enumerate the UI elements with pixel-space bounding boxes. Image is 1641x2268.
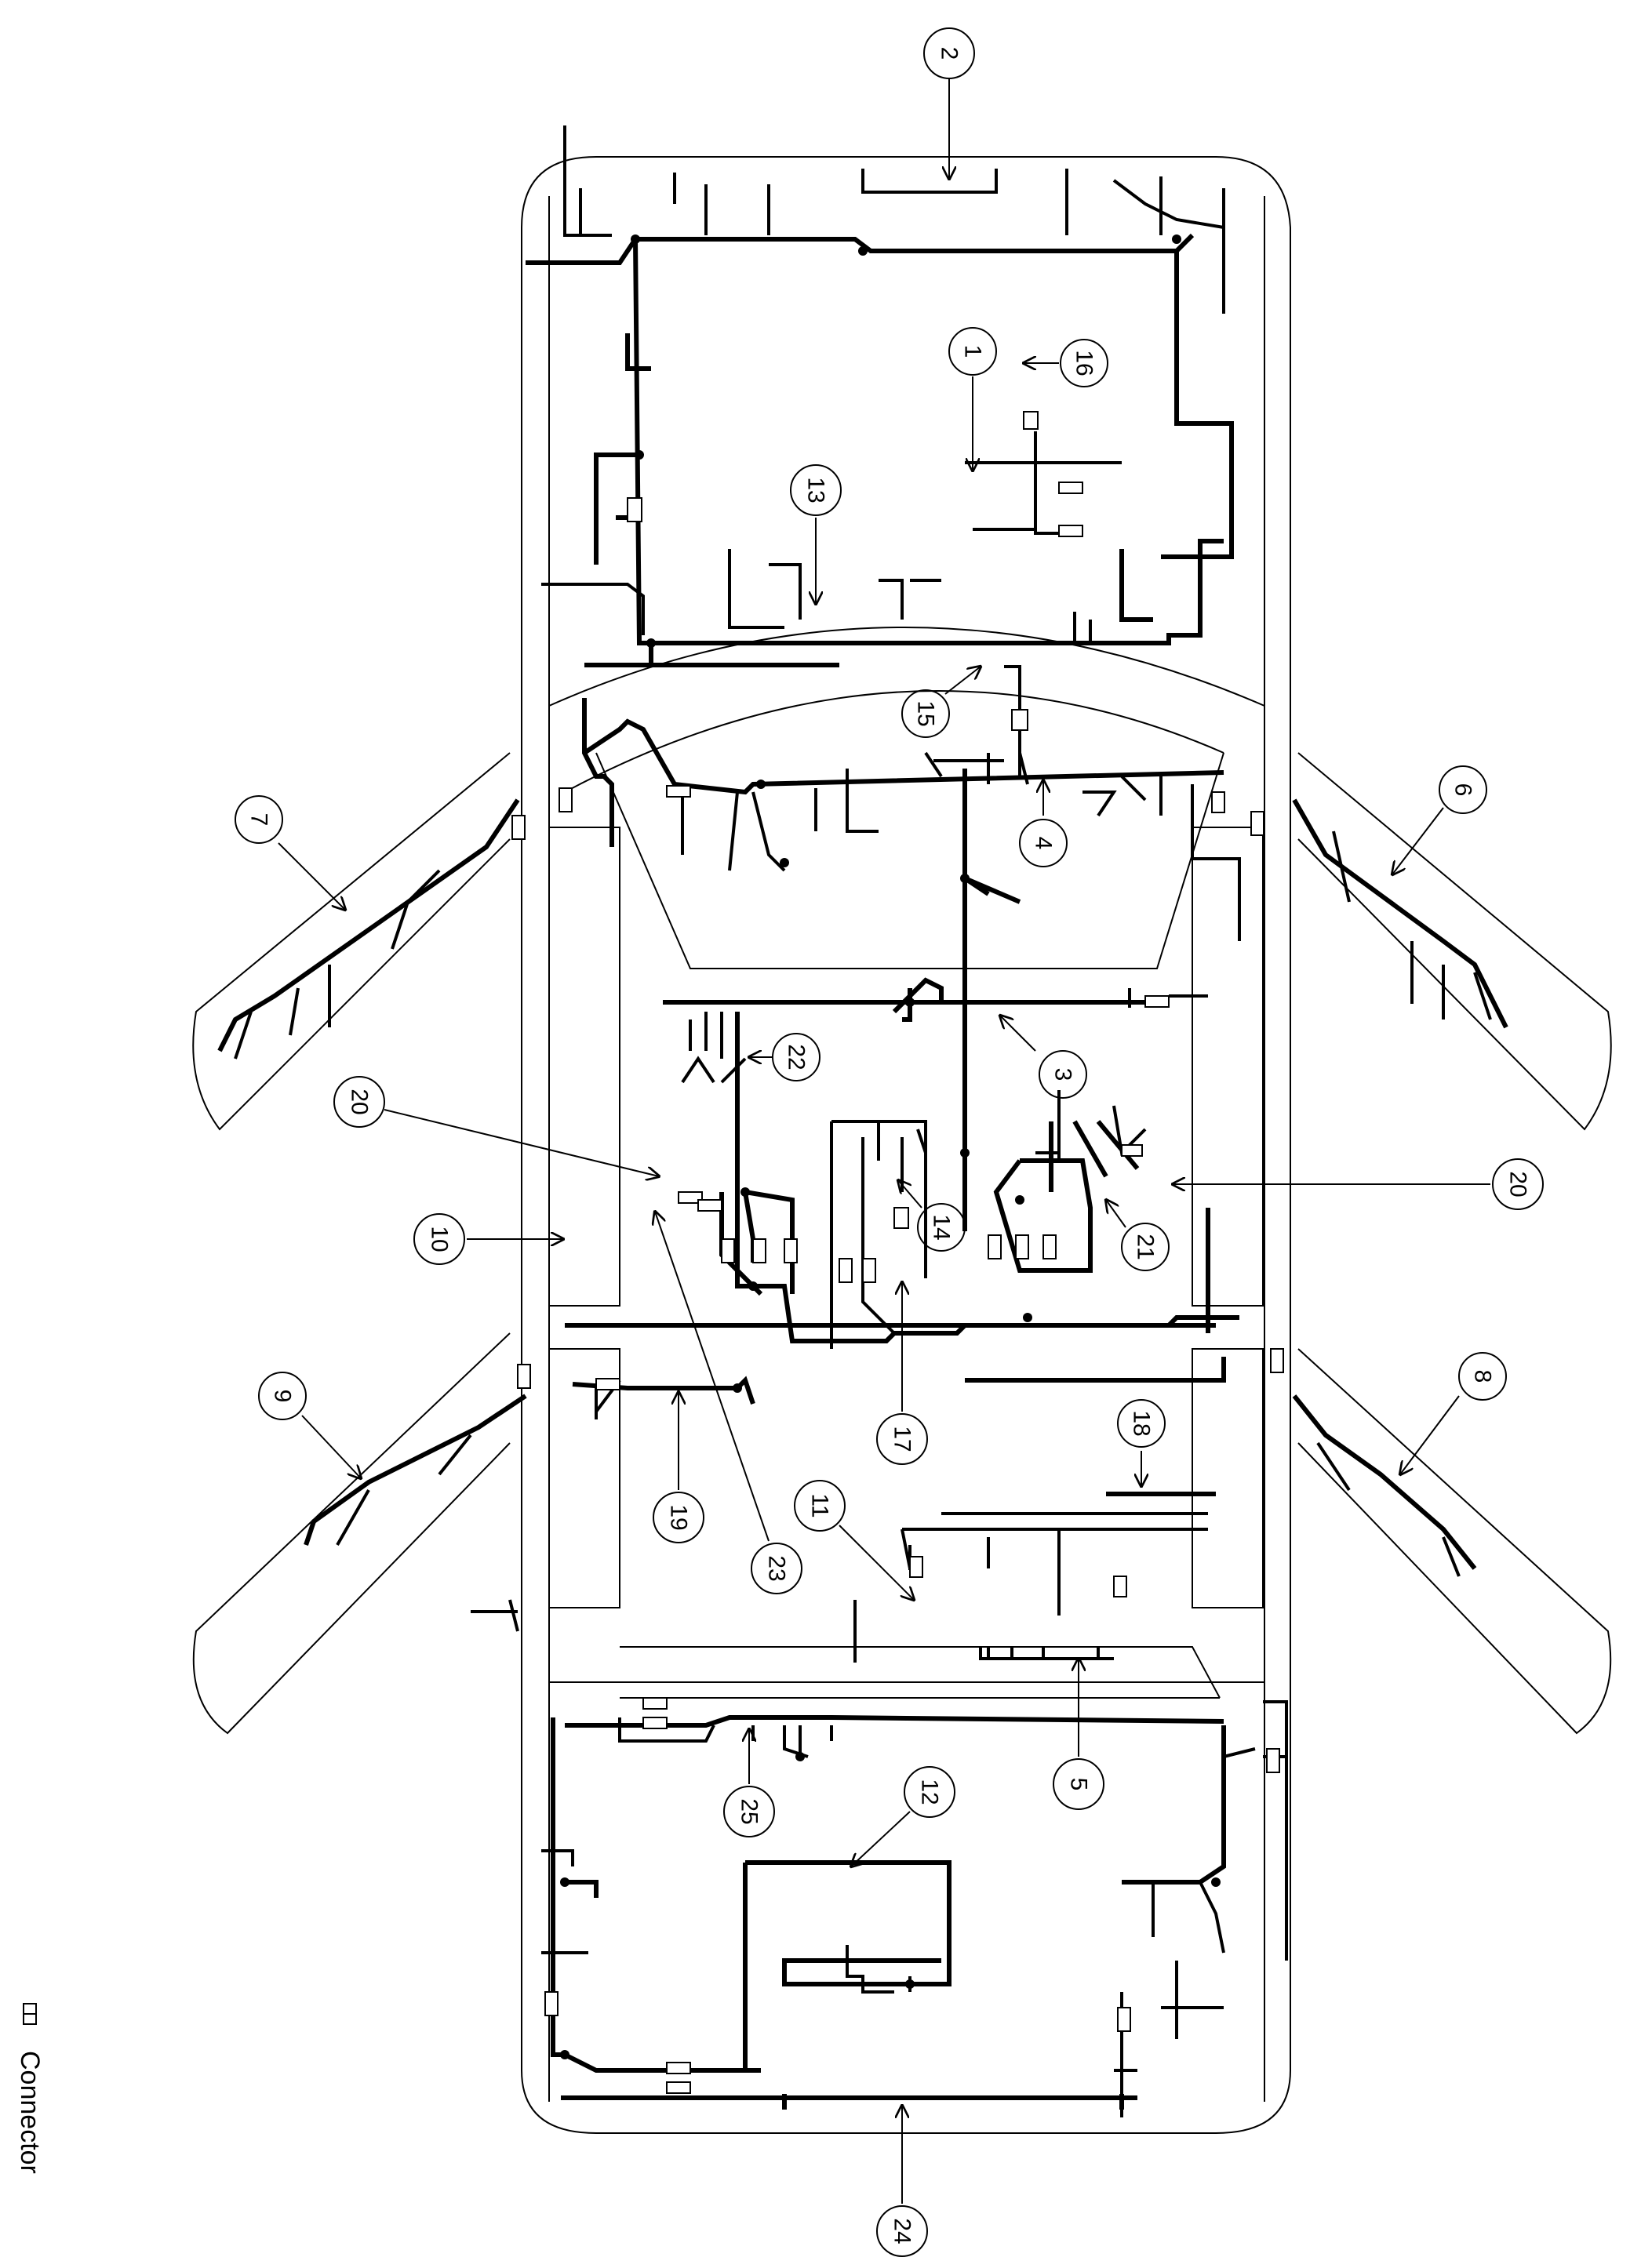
callout-21-label: 21 — [1133, 1234, 1159, 1259]
callout-4-label: 4 — [1031, 837, 1057, 850]
callout-14: 14 — [898, 1180, 966, 1252]
callout-2: 2 — [923, 27, 975, 179]
connectors — [511, 411, 1284, 2094]
callout-12-label: 12 — [917, 1779, 943, 1805]
callout-14-label: 14 — [929, 1214, 955, 1240]
callout-21: 21 — [1106, 1200, 1170, 1271]
callout-20-left: 20 — [333, 1076, 659, 1176]
callout-15-label: 15 — [913, 700, 939, 726]
callout-12: 12 — [851, 1766, 955, 1866]
callout-11: 11 — [794, 1480, 914, 1600]
callout-19: 19 — [653, 1392, 704, 1543]
callout-5: 5 — [1053, 1659, 1104, 1810]
callout-13-label: 13 — [803, 477, 829, 503]
center-console-harness — [681, 1012, 1239, 1349]
callout-20-right: 20 — [1173, 1158, 1544, 1210]
callout-7: 7 — [235, 795, 345, 910]
callout-6: 6 — [1392, 765, 1487, 874]
trunk-harness — [541, 1700, 1288, 2117]
callout-9-label: 9 — [270, 1390, 296, 1403]
callout-25: 25 — [723, 1729, 775, 1837]
crossbar-harness — [663, 977, 1208, 1022]
vehicle-body-outline — [521, 156, 1291, 2134]
callout-15: 15 — [901, 667, 981, 738]
door-front-left — [192, 752, 520, 1131]
callout-7-label: 7 — [246, 813, 272, 827]
connector-symbol-icon — [23, 2003, 37, 2025]
door-rear-left — [192, 1332, 527, 1735]
callout-20-left-label: 20 — [347, 1089, 373, 1114]
legend: Connector — [15, 2003, 45, 2174]
callout-1: 1 — [948, 327, 997, 471]
callout-10-label: 10 — [427, 1226, 453, 1252]
callout-9: 9 — [258, 1372, 361, 1478]
callout-22: 22 — [749, 1033, 820, 1081]
callout-23: 23 — [655, 1212, 802, 1594]
callout-10: 10 — [413, 1213, 563, 1265]
callout-25-label: 25 — [737, 1798, 762, 1824]
door-rear-right — [1292, 1348, 1612, 1735]
callout-3-label: 3 — [1050, 1068, 1076, 1081]
callout-19-label: 19 — [666, 1504, 692, 1530]
door-front-right — [1292, 752, 1612, 1131]
callout-18-label: 18 — [1129, 1410, 1155, 1436]
callout-6-label: 6 — [1450, 783, 1476, 797]
callout-2-label: 2 — [937, 47, 962, 60]
callout-20-right-label: 20 — [1505, 1171, 1531, 1197]
callout-24-label: 24 — [890, 2218, 915, 2244]
callout-24: 24 — [876, 2106, 928, 2257]
callout-13: 13 — [790, 464, 842, 604]
callout-16: 16 — [1024, 339, 1108, 387]
callout-18: 18 — [1117, 1399, 1166, 1486]
callout-4: 4 — [1019, 780, 1068, 867]
callout-17-label: 17 — [890, 1426, 915, 1452]
instrument-panel-harness — [582, 643, 1241, 1231]
callout-5-label: 5 — [1066, 1778, 1092, 1791]
legend-label: Connector — [15, 2051, 45, 2174]
callout-17: 17 — [876, 1282, 928, 1465]
callout-11-label: 11 — [807, 1493, 833, 1517]
splice-points — [560, 234, 1221, 2059]
callout-1-label: 1 — [960, 345, 986, 358]
callout-16-label: 16 — [1072, 350, 1097, 376]
engine-compartment-harness — [526, 125, 1234, 645]
callout-3: 3 — [1000, 1016, 1087, 1099]
callout-8-label: 8 — [1470, 1370, 1496, 1383]
callout-23-label: 23 — [764, 1555, 790, 1581]
callout-8: 8 — [1400, 1352, 1507, 1474]
callout-22-label: 22 — [784, 1044, 810, 1070]
